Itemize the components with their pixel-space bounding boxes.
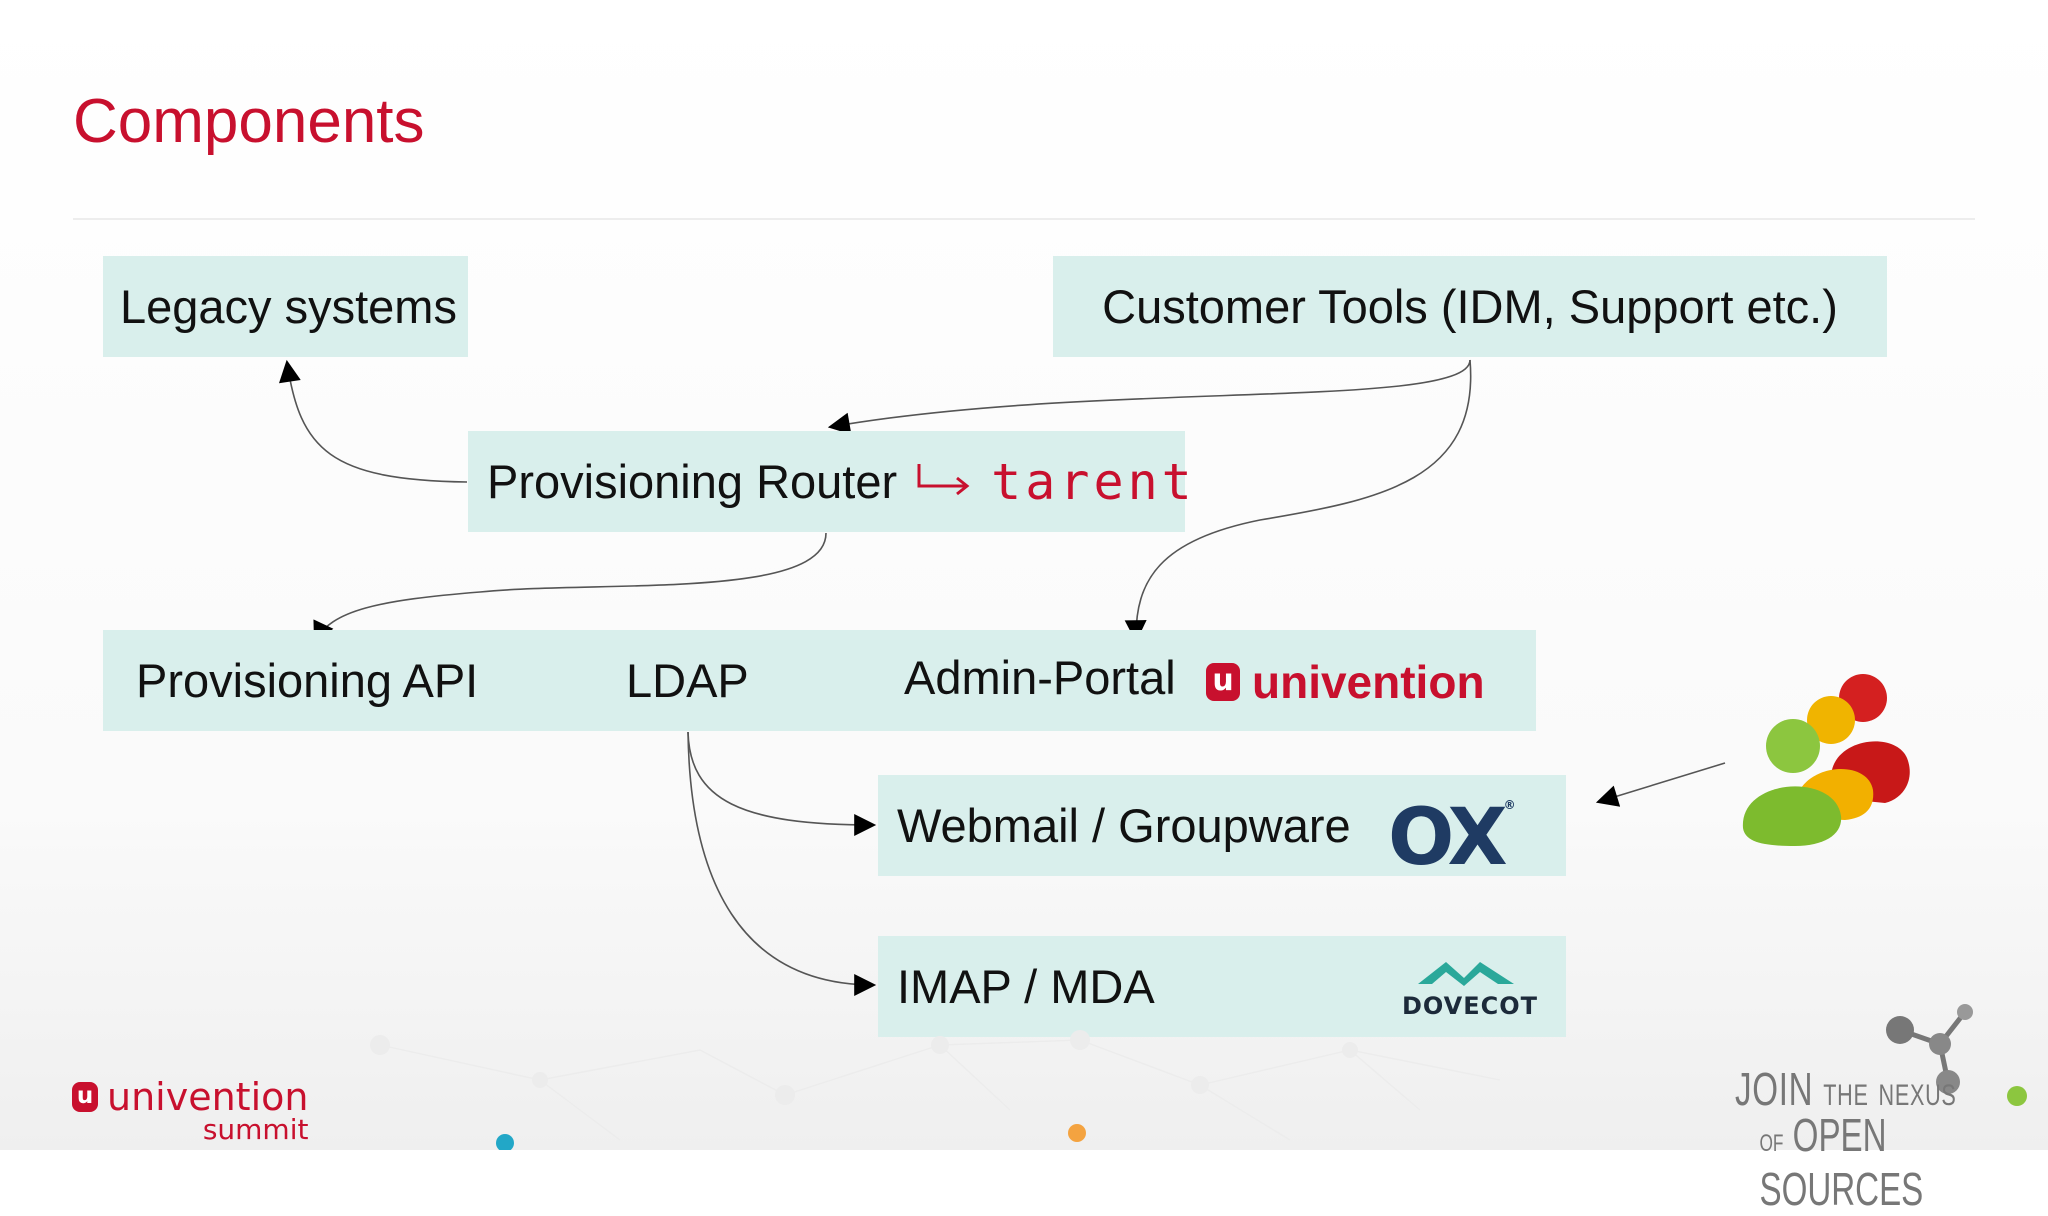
summit-mark-icon: u: [72, 1082, 98, 1112]
provisioning-router-label: Provisioning Router: [487, 455, 898, 508]
molecule-icon: [1886, 1004, 1973, 1094]
dovecot-mark-icon: [1418, 962, 1514, 986]
arrow-users-to-webmail: [1595, 762, 1726, 807]
dovecot-logo: DOVECOT: [1402, 992, 1539, 1020]
network-dot-green: [2007, 1086, 2027, 1106]
customer-tools-label: Customer Tools (IDM, Support etc.): [1102, 280, 1838, 333]
arrow-router-to-legacy: [279, 359, 468, 483]
customer-tools-box: Customer Tools (IDM, Support etc.): [1053, 256, 1887, 357]
arrow-router-to-api: [313, 532, 827, 644]
arrow-ldap-to-imap: [687, 731, 877, 996]
title-divider: [73, 218, 1975, 220]
webmail-box: Webmail / Groupware OX®: [878, 775, 1566, 877]
join-tagline: JOIN THE NEXUS OF OPEN SOURCES: [1735, 1062, 1960, 1216]
arrow-customer-to-router: [827, 359, 1471, 435]
summit-sub: summit: [202, 1113, 309, 1146]
univention-summit-logo: u univention summit: [72, 1075, 308, 1146]
tagline-of: OF: [1759, 1130, 1784, 1157]
summit-brand: univention: [107, 1075, 309, 1119]
tarent-logo: tarent: [991, 452, 1196, 511]
users-group-icon: [1742, 674, 1910, 846]
ldap-label: LDAP: [626, 654, 749, 707]
legacy-systems-box: Legacy systems: [103, 256, 468, 357]
univention-mark-icon: u: [1206, 663, 1240, 701]
imap-box: IMAP / MDA DOVECOT: [878, 936, 1566, 1037]
univention-wordmark: univention: [1252, 656, 1485, 708]
arrow-customer-to-admin: [1124, 359, 1472, 643]
ox-registered-mark: ®: [1503, 798, 1516, 812]
tagline-the: THE: [1823, 1079, 1869, 1112]
tagline-join: JOIN: [1735, 1063, 1814, 1115]
ox-logo: OX®: [1388, 799, 1516, 877]
network-dot-orange: [1068, 1124, 1086, 1142]
connector-layer: [279, 359, 1726, 996]
ox-wordmark: OX: [1388, 793, 1508, 883]
arrow-hook-icon: [915, 457, 973, 507]
univention-logo: u univention: [1206, 655, 1485, 709]
network-dot-blue: [496, 1134, 514, 1150]
provisioning-router-box: Provisioning Router tarent: [468, 431, 1192, 532]
tagline-nexus: NEXUS: [1878, 1079, 1957, 1112]
arrow-ldap-to-webmail: [687, 731, 877, 836]
provisioning-layer-box: Provisioning API LDAP Admin-Portal u uni…: [103, 630, 1536, 731]
network-background: [370, 1030, 2027, 1150]
legacy-systems-label: Legacy systems: [120, 280, 457, 333]
slide-title: Components: [73, 87, 425, 156]
admin-portal-label: Admin-Portal: [904, 651, 1176, 704]
webmail-label: Webmail / Groupware: [897, 799, 1351, 852]
tagline-open-sources: OPEN SOURCES: [1759, 1109, 1924, 1215]
provisioning-api-label: Provisioning API: [136, 654, 479, 707]
imap-label: IMAP / MDA: [897, 960, 1155, 1013]
